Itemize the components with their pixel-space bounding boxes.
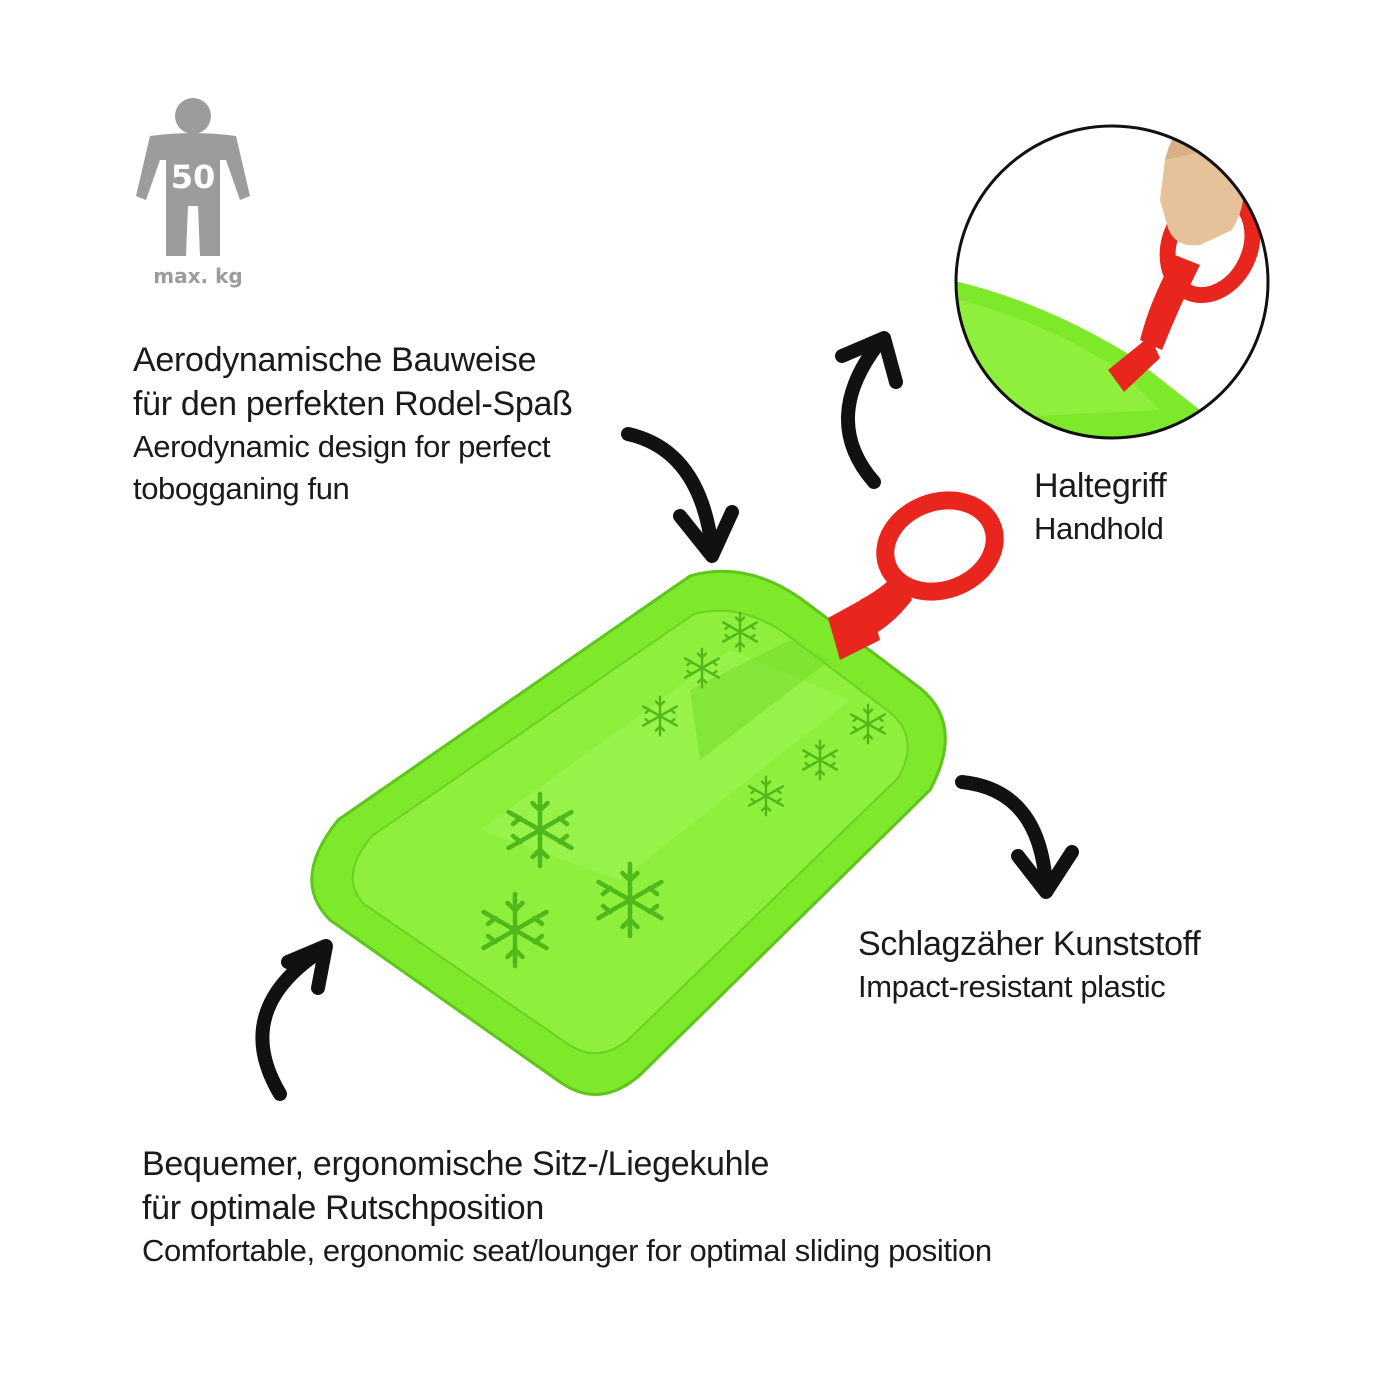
aerodynamic-de-line1: Aerodynamische Bauweise: [133, 341, 537, 379]
handhold-en: Handhold: [1034, 511, 1164, 546]
seat-de-line1: Bequemer, ergonomische Sitz-/Liegekuhle: [142, 1145, 770, 1183]
weight-unit-label: max. kg: [153, 264, 243, 288]
handhold-inset: [954, 124, 1270, 440]
feature-handhold: Haltegriff Handhold: [1034, 464, 1254, 550]
feature-aerodynamic: Aerodynamische Bauweise für den perfekte…: [133, 338, 693, 510]
feature-seat: Bequemer, ergonomische Sitz-/Liegekuhle …: [142, 1142, 1142, 1272]
sled-handle: [828, 491, 1004, 660]
aerodynamic-en-line1: Aerodynamic design for perfect: [133, 429, 551, 464]
weight-badge: 50 max. kg: [128, 96, 258, 296]
sled: [310, 569, 947, 1096]
weight-value: 50: [170, 158, 216, 196]
plastic-en: Impact-resistant plastic: [858, 969, 1166, 1004]
aerodynamic-de-line2: für den perfekten Rodel-Spaß: [133, 385, 573, 423]
feature-plastic: Schlagzäher Kunststoff Impact-resistant …: [858, 922, 1278, 1008]
handhold-de: Haltegriff: [1034, 467, 1167, 505]
aerodynamic-en-line2: tobogganing fun: [133, 471, 350, 506]
plastic-de: Schlagzäher Kunststoff: [858, 925, 1201, 963]
curved-arrow-icon: [255, 331, 1079, 1101]
seat-de-line2: für optimale Rutschposition: [142, 1189, 544, 1227]
person-weight-icon: [136, 98, 250, 256]
seat-en-line1: Comfortable, ergonomic seat/lounger for …: [142, 1233, 992, 1268]
